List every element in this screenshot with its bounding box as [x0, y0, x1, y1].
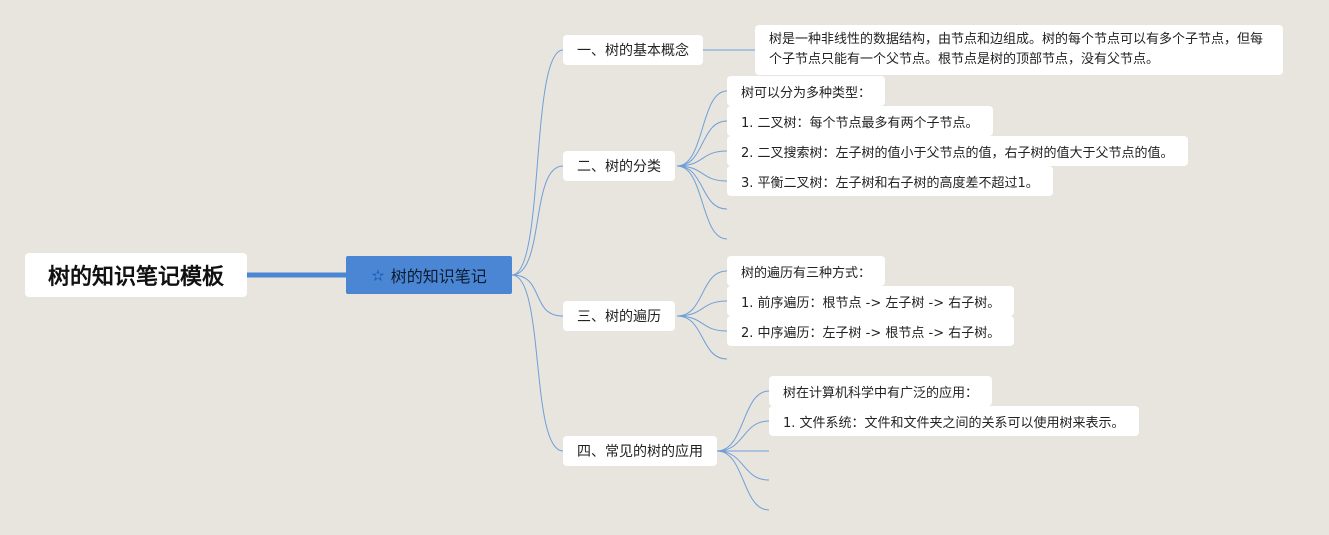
branch-topic-classification[interactable]: 二、树的分类: [563, 151, 675, 181]
leaf-file-system[interactable]: 1. 文件系统：文件和文件夹之间的关系可以使用树来表示。: [769, 406, 1139, 436]
root-topic[interactable]: ✫ 树的知识笔记: [346, 256, 512, 294]
branch-2-leaf-3-link: [676, 150, 728, 167]
branch-3-empty-link: [676, 315, 728, 360]
branch-topic-basic-concepts[interactable]: 一、树的基本概念: [563, 35, 703, 65]
branch-3-leaf-2-link: [676, 300, 728, 317]
branch-topic-applications[interactable]: 四、常见的树的应用: [563, 436, 717, 466]
star-icon: ✫: [371, 265, 385, 285]
branch-2-leaf-1-link: [676, 90, 728, 167]
leaf-inorder[interactable]: 2. 中序遍历：左子树 -> 根节点 -> 右子树。: [727, 316, 1015, 346]
leaf-binary-search-tree[interactable]: 2. 二叉搜索树：左子树的值小于父节点的值，右子树的值大于父节点的值。: [727, 136, 1188, 166]
leaf-preorder[interactable]: 1. 前序遍历：根节点 -> 左子树 -> 右子树。: [727, 286, 1015, 316]
root-branch-4-link: [511, 274, 564, 452]
branch-4-leaf-1-link: [716, 390, 770, 452]
root-branch-3-link: [511, 274, 564, 317]
leaf-binary-tree[interactable]: 1. 二叉树：每个节点最多有两个子节点。: [727, 106, 993, 136]
map-title[interactable]: 树的知识笔记模板: [25, 253, 247, 297]
branch-4-empty-link-3: [716, 450, 770, 511]
leaf-basic-definition[interactable]: 树是一种非线性的数据结构，由节点和边组成。树的每个节点可以有多个子节点，但每个子…: [755, 25, 1283, 75]
branch-2-leaf-4-link: [676, 165, 728, 182]
branch-3-leaf-1-link: [676, 270, 728, 317]
root-branch-1-link: [511, 49, 564, 276]
leaf-balanced-binary-tree[interactable]: 3. 平衡二叉树：左子树和右子树的高度差不超过1。: [727, 166, 1053, 196]
root-topic-label: 树的知识笔记: [390, 267, 487, 286]
branch-4-leaf-2-link: [716, 420, 770, 452]
branch-4-empty-link-2: [716, 450, 770, 481]
leaf-traversal-intro[interactable]: 树的遍历有三种方式：: [727, 256, 886, 286]
branch-2-leaf-2-link: [676, 120, 728, 167]
leaf-applications-intro[interactable]: 树在计算机科学中有广泛的应用：: [769, 376, 993, 406]
branch-topic-traversal[interactable]: 三、树的遍历: [563, 301, 675, 331]
branch-2-empty-link-2: [676, 165, 728, 240]
branch-2-empty-link-1: [676, 165, 728, 210]
leaf-classification-intro[interactable]: 树可以分为多种类型：: [727, 76, 886, 106]
branch-3-leaf-3-link: [676, 315, 728, 332]
root-branch-2-link: [511, 165, 564, 276]
